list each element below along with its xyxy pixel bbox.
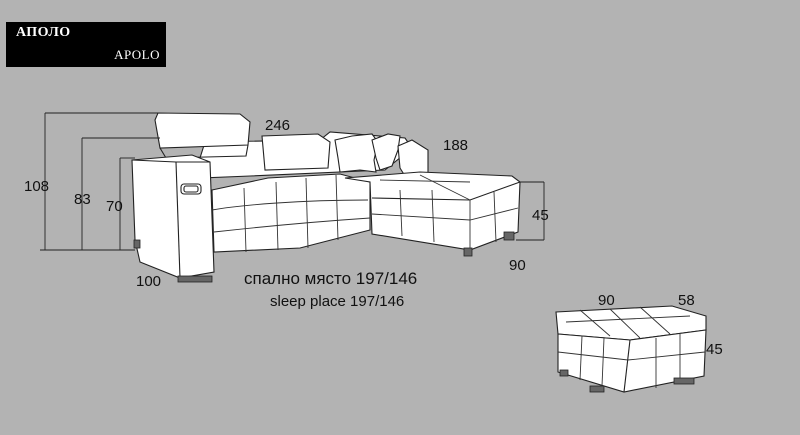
pillow-1	[334, 133, 379, 173]
ottoman	[555, 305, 707, 393]
ottoman-foot-1	[589, 385, 605, 393]
arm-foot-back	[133, 239, 141, 249]
title-box: АПОЛО APOLO	[6, 22, 166, 67]
sleep-place-english: sleep place 197/146	[270, 293, 404, 310]
left-armrest	[131, 154, 215, 279]
ottoman-foot-3	[559, 369, 569, 377]
chaise-foot-1	[503, 231, 515, 241]
width-short-label: 188	[443, 137, 468, 154]
ottoman-foot-2	[673, 377, 695, 385]
height-total-label: 108	[24, 178, 49, 195]
title-bulgarian: АПОЛО	[16, 25, 71, 40]
depth-chaise-label: 90	[509, 257, 526, 274]
sofa-dimension-lines	[40, 112, 545, 251]
ottoman-height-label: 45	[706, 341, 723, 358]
ottoman-depth-label: 58	[678, 292, 695, 309]
corner-sofa	[131, 112, 521, 283]
chaise-foot-2	[463, 247, 473, 257]
seat-long	[211, 173, 371, 253]
headrest-2	[261, 133, 331, 171]
height-seat-label: 45	[532, 207, 549, 224]
headrest	[154, 112, 251, 149]
width-long-label: 246	[265, 117, 290, 134]
height-back-label: 83	[74, 191, 91, 208]
sleep-place-bulgarian: спално място 197/146	[244, 269, 417, 288]
height-arm-label: 70	[106, 198, 123, 215]
depth-arm-label: 100	[136, 273, 161, 290]
ottoman-width-label: 90	[598, 292, 615, 309]
arm-foot	[177, 275, 213, 283]
title-english: APOLO	[114, 47, 160, 62]
pillow-2	[371, 133, 401, 171]
